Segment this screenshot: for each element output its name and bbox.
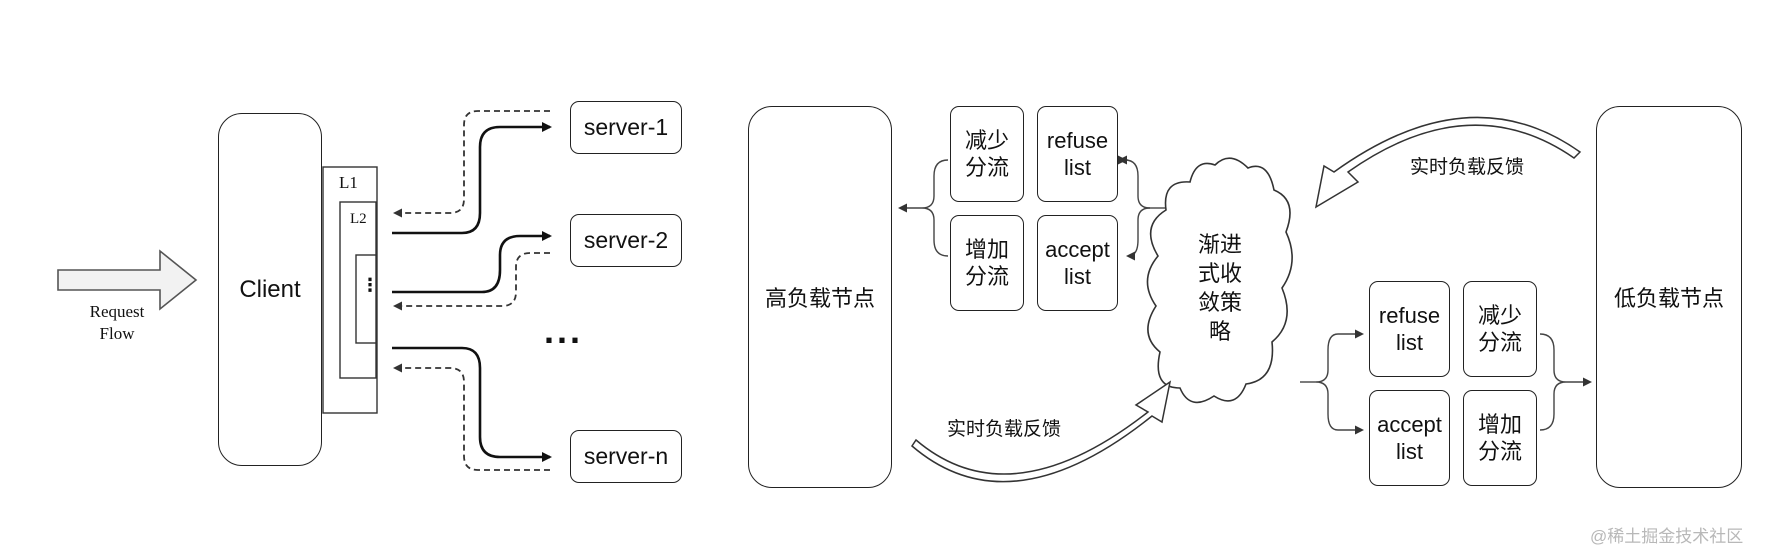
feedback-label-bottom: 实时负载反馈 [947,419,1062,440]
response-path-server-n [393,363,550,471]
upper-right-brace-b [1126,207,1151,261]
l2-label: L2 [350,211,367,227]
upper-reduce-box: 减少分流 [950,106,1024,202]
strategy-label: 渐进 式收 敛策 略 [1197,232,1242,345]
server-2-box: server-2 [570,214,682,267]
server-1-box: server-1 [570,101,682,154]
request-flow-arrow [57,249,198,311]
client-box: Client [218,113,322,466]
server-n-box: server-n [570,430,682,483]
feedback-label-top: 实时负载反馈 [1410,157,1525,178]
l2-ellipsis: ⋮ [361,275,379,295]
lower-left-brace [1315,333,1339,431]
response-path-server-2 [393,252,550,311]
request-flow-label: Request Flow [89,302,145,344]
upper-right-brace [1117,155,1151,209]
request-path-server-n [392,346,552,462]
feedback-arrow-bottom [911,380,1172,483]
l3-frame [355,254,377,344]
high-load-node-label: 高负载节点 [764,286,875,311]
watermark: @稀土掘金技术社区 [1590,527,1744,546]
client-label: Client [239,275,301,303]
server-2-label: server-2 [583,227,669,253]
server-1-label: server-1 [583,114,669,140]
strategy-cloud [1146,157,1293,404]
request-path-server-1 [392,122,552,235]
low-load-node: 低负载节点 [1596,106,1742,488]
lower-reduce-box: 减少分流 [1463,281,1537,377]
l1-label: L1 [339,173,358,192]
lower-increase-box: 增加分流 [1463,390,1537,486]
high-load-node: 高负载节点 [748,106,892,488]
request-path-server-2 [392,231,552,294]
feedback-arrow-top [1314,116,1582,209]
upper-increase-box: 增加分流 [950,215,1024,311]
low-load-node-label: 低负载节点 [1613,286,1724,311]
server-n-label: server-n [583,443,669,469]
server-ellipsis: ... [544,310,584,351]
lower-right-brace [1539,333,1567,431]
response-path-server-1 [393,110,550,218]
upper-left-brace [921,159,949,257]
